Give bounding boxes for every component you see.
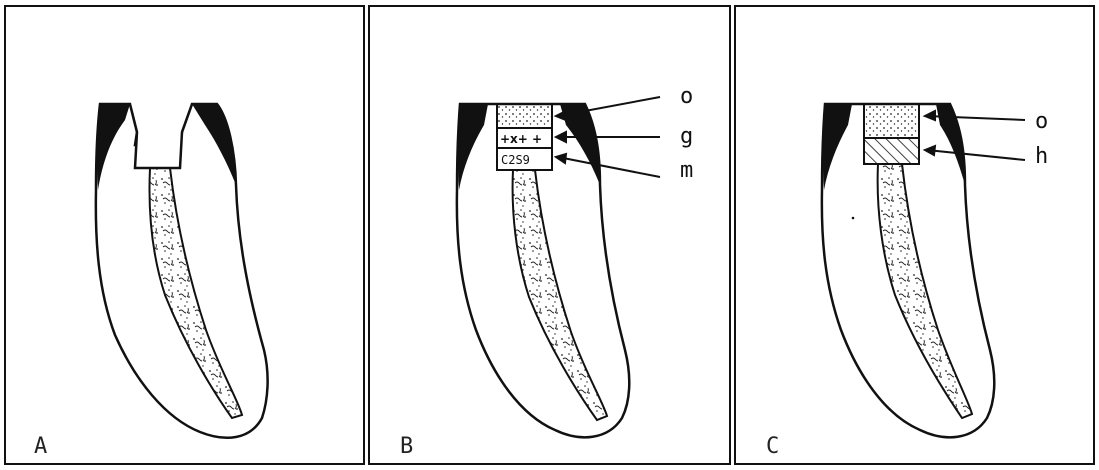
- panel-letter-a: A: [34, 434, 47, 459]
- callout-label-g: g: [680, 124, 693, 149]
- panel-b-tooth: +x+ + C2S9: [457, 104, 629, 437]
- callout-label-o-b: o: [680, 84, 693, 109]
- callout-label-h: h: [1035, 144, 1048, 169]
- panel-a-tooth: [96, 104, 268, 438]
- svg-text:+x+ +: +x+ +: [500, 132, 542, 146]
- panel-letter-b: B: [400, 434, 413, 459]
- panel-letter-c: C: [766, 434, 779, 459]
- callout-label-m: m: [680, 158, 693, 183]
- callout-label-o-c: o: [1035, 109, 1048, 134]
- svg-text:C2S9: C2S9: [501, 153, 530, 167]
